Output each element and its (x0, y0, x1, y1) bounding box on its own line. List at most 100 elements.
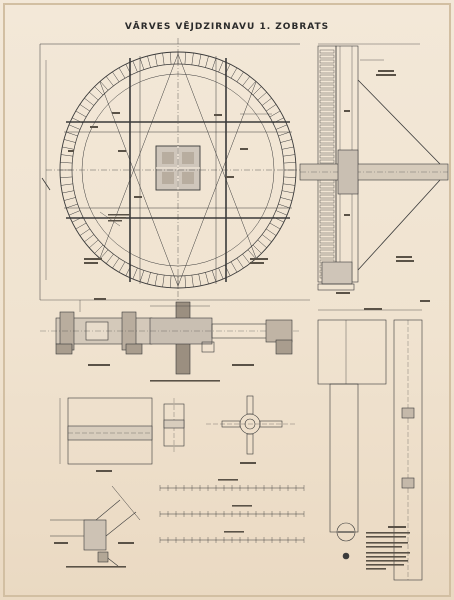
side-tooth (319, 84, 335, 89)
gear-tooth (236, 257, 244, 269)
gear-tooth (89, 239, 99, 248)
gear-tooth (269, 110, 281, 118)
gear-tooth (281, 190, 294, 194)
side-tooth (319, 199, 335, 204)
side-tooth (319, 64, 335, 69)
gear-tooth (132, 267, 138, 280)
side-tooth (319, 79, 335, 84)
gear-tooth (236, 71, 244, 83)
gear-tooth (205, 272, 209, 285)
wheel-side-view (299, 43, 449, 294)
side-tooth (319, 214, 335, 219)
gear-tooth (205, 55, 209, 68)
joint-detail-view (50, 485, 141, 568)
gear-tooth (62, 190, 75, 194)
gear-tooth (191, 52, 194, 65)
side-tooth (319, 89, 335, 94)
gear-tooth (139, 270, 145, 282)
side-tooth (319, 194, 335, 199)
gear-tooth (60, 176, 73, 178)
gear-tooth (242, 253, 251, 264)
gear-tooth (60, 162, 73, 164)
sheet-border (3, 3, 451, 597)
side-tooth (319, 104, 335, 109)
side-tooth (319, 94, 335, 99)
side-tooth (319, 114, 335, 119)
gear-tooth (75, 110, 87, 118)
gear-tooth (265, 228, 277, 236)
gear-tooth (84, 97, 95, 106)
side-tooth (319, 219, 335, 224)
gear-tooth (112, 257, 120, 269)
gear-tooth (154, 54, 158, 67)
side-tooth (319, 254, 335, 259)
side-tooth (319, 184, 335, 189)
gear-tooth (147, 55, 151, 68)
gear-tooth (265, 104, 277, 112)
gear-tooth (105, 253, 114, 264)
legend-block (336, 522, 410, 570)
gear-tooth (198, 273, 202, 286)
gear-tooth (252, 244, 262, 254)
side-tooth (319, 239, 335, 244)
side-tooth (319, 229, 335, 234)
side-tooth (319, 99, 335, 104)
gear-tooth (75, 222, 87, 230)
gear-tooth (278, 131, 290, 137)
gear-tooth (280, 197, 293, 201)
gear-tooth (283, 176, 296, 178)
gear-tooth (184, 275, 186, 288)
gear-tooth (147, 272, 151, 285)
gear-tooth (184, 52, 186, 65)
gear-tooth (79, 104, 91, 112)
gear-tooth (230, 67, 238, 79)
gear-tooth (84, 234, 95, 243)
side-tooth (319, 119, 335, 124)
gear-tooth (139, 58, 145, 70)
gear-tooth (218, 60, 224, 73)
gear-tooth (257, 92, 267, 101)
gear-tooth (63, 197, 76, 201)
gear-tooth (132, 60, 138, 73)
side-tooth (319, 189, 335, 194)
side-tooth (319, 179, 335, 184)
side-tooth (319, 54, 335, 59)
post-elevation-view (317, 300, 430, 581)
side-tooth (319, 149, 335, 154)
gear-tooth (68, 124, 81, 130)
side-tooth (319, 144, 335, 149)
gear-tooth (100, 249, 109, 259)
sheet-title: VĀRVES VĒJDZIRNAVU 1. ZOBRATS (124, 22, 330, 32)
gear-tooth (118, 261, 126, 273)
side-tooth (319, 234, 335, 239)
gear-tooth (154, 273, 158, 286)
gear-tooth (94, 86, 104, 96)
gear-tooth (247, 81, 256, 91)
shaft-section-view (40, 298, 310, 382)
gear-tooth (66, 131, 78, 137)
gear-tooth (257, 239, 267, 248)
gear-tooth (68, 210, 81, 216)
side-tooth (319, 154, 335, 159)
gear-tooth (218, 267, 224, 280)
wheel-plan-view (39, 38, 310, 300)
side-tooth (319, 159, 335, 164)
side-tooth (319, 109, 335, 114)
gear-tooth (170, 275, 172, 288)
gear-tooth (261, 234, 272, 243)
gear-tooth (283, 162, 296, 164)
gear-tooth (162, 52, 165, 65)
gear-tooth (269, 222, 281, 230)
gear-tooth (261, 97, 272, 106)
gear-tooth (278, 203, 290, 209)
side-tooth (319, 134, 335, 139)
gear-tooth (247, 249, 256, 259)
gear-tooth (79, 228, 91, 236)
gear-tooth (211, 58, 217, 70)
side-tooth (319, 69, 335, 74)
gear-tooth (242, 76, 251, 87)
side-tooth (319, 139, 335, 144)
gear-tooth (66, 203, 78, 209)
